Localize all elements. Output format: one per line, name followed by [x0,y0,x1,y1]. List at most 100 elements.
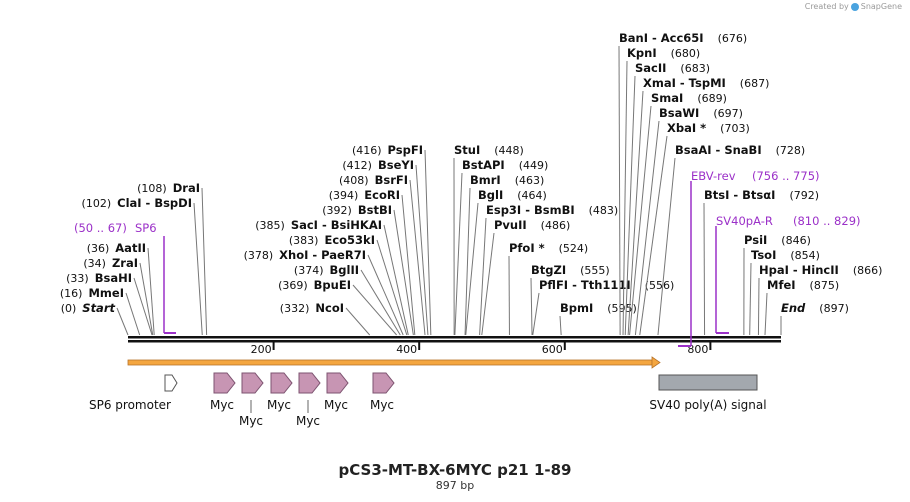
myc-label: Myc [370,398,394,412]
site-leader-line [559,315,562,336]
site-position: (875) [810,279,840,292]
site-leader-line [401,194,416,336]
site-name: SmaI [651,91,683,105]
site-name: PflFI - Tth111I [539,278,631,292]
site-leader-line [454,172,463,336]
site-position: (854) [790,249,820,262]
site-name: PvuII [494,218,527,232]
site-position: (846) [781,234,811,247]
sp6-promoter-label: SP6 promoter [89,398,171,412]
backbone-bottom-strand [128,340,781,343]
site-name: PfoI * [509,241,545,255]
site-name: StuI [454,143,480,157]
site-position: (102) [82,197,112,210]
primer-ebv-label: EBV-rev [691,169,736,183]
site-name: ClaI - BspDI [117,196,192,210]
credit: Created by SnapGene [805,2,902,11]
site-name: BtsI - BtsαI [704,188,775,202]
site-name: SacI - BsiHKAI [291,218,382,232]
credit-text: Created by [804,2,849,11]
site-position: (374) [294,264,324,277]
snapgene-logo-icon [850,2,859,11]
myc-tag-arrow [372,372,395,394]
site-leader-line [532,292,540,336]
site-name: MfeI [767,278,796,292]
site-leader-line [749,262,752,336]
site-leader-line [479,217,487,336]
site-leader-line [464,187,471,336]
site-position: (36) [87,242,110,255]
site-position: (683) [680,62,710,75]
site-position: (866) [853,264,883,277]
site-leader-line [639,135,668,336]
site-position: (689) [697,92,727,105]
sv40-polya-label: SV40 poly(A) signal [649,398,766,412]
site-name: BstAPI [462,158,505,172]
myc-label: Myc [324,398,348,412]
primer-sp6-label: SP6 [135,221,157,235]
site-position: (463) [515,174,545,187]
site-leader-line [193,202,203,336]
site-leader-line [657,157,676,336]
site-position: (378) [244,249,274,262]
site-position: (483) [589,204,619,217]
site-leader-line [393,209,414,336]
site-name: BmrI [470,173,501,187]
site-leader-line [201,187,208,336]
myc-tag-arrow [298,372,321,394]
site-name: BpmI [560,301,593,315]
site-leader-line [627,90,644,336]
site-name: BseYI [378,158,414,172]
orf-arrow-head [651,356,661,369]
site-name: NcoI [315,301,344,315]
site-position: (108) [137,182,167,195]
orf-bar [127,359,653,366]
site-leader-line [360,269,401,336]
site-name: AatII [115,241,146,255]
site-name: XbaI * [667,121,706,135]
site-leader-line [465,202,479,336]
site-name: Eco53kI [324,233,375,247]
site-position: (34) [83,257,106,270]
site-position: (697) [713,107,743,120]
myc-tag-arrow [326,372,349,394]
site-name: PspFI [388,143,423,157]
site-leader-line [629,105,652,336]
site-leader-line [125,292,141,336]
backbone-top-strand [128,336,781,339]
map-length: 897 bp [435,479,475,492]
site-leader-line [139,262,154,336]
site-position: (0) [61,302,77,315]
site-leader-line [383,224,409,336]
site-leader-line [757,277,760,336]
primer-ebv-range: (756 .. 775) [752,169,820,183]
site-leader-line [530,277,533,336]
site-position: (412) [342,159,372,172]
site-name: BstBI [358,203,392,217]
site-name: ZraI [112,256,138,270]
site-name: SacII [635,61,666,75]
site-position: (728) [776,144,806,157]
site-position: (555) [580,264,610,277]
site-name: BtgZI [531,263,566,277]
site-name: End [781,301,806,315]
site-position: (392) [322,204,352,217]
myc-label: Myc [296,414,320,428]
site-name: BsaWI [659,106,699,120]
axis-tick-label: 600 [542,343,563,356]
credit-brand: SnapGene [860,2,902,11]
site-position: (556) [645,279,675,292]
site-name: HpaI - HincII [759,263,839,277]
site-leader-line [618,45,621,336]
site-position: (385) [255,219,285,232]
axis-tick-label: 400 [396,343,417,356]
site-position: (524) [559,242,589,255]
site-position: (449) [519,159,549,172]
site-name: BsaHI [95,271,132,285]
site-position: (792) [789,189,819,202]
site-name: BanI - Acc65I [619,31,704,45]
site-leader-line [147,247,155,336]
site-leader-line [116,307,129,336]
site-leader-line [634,120,660,336]
site-leader-line [481,232,495,336]
